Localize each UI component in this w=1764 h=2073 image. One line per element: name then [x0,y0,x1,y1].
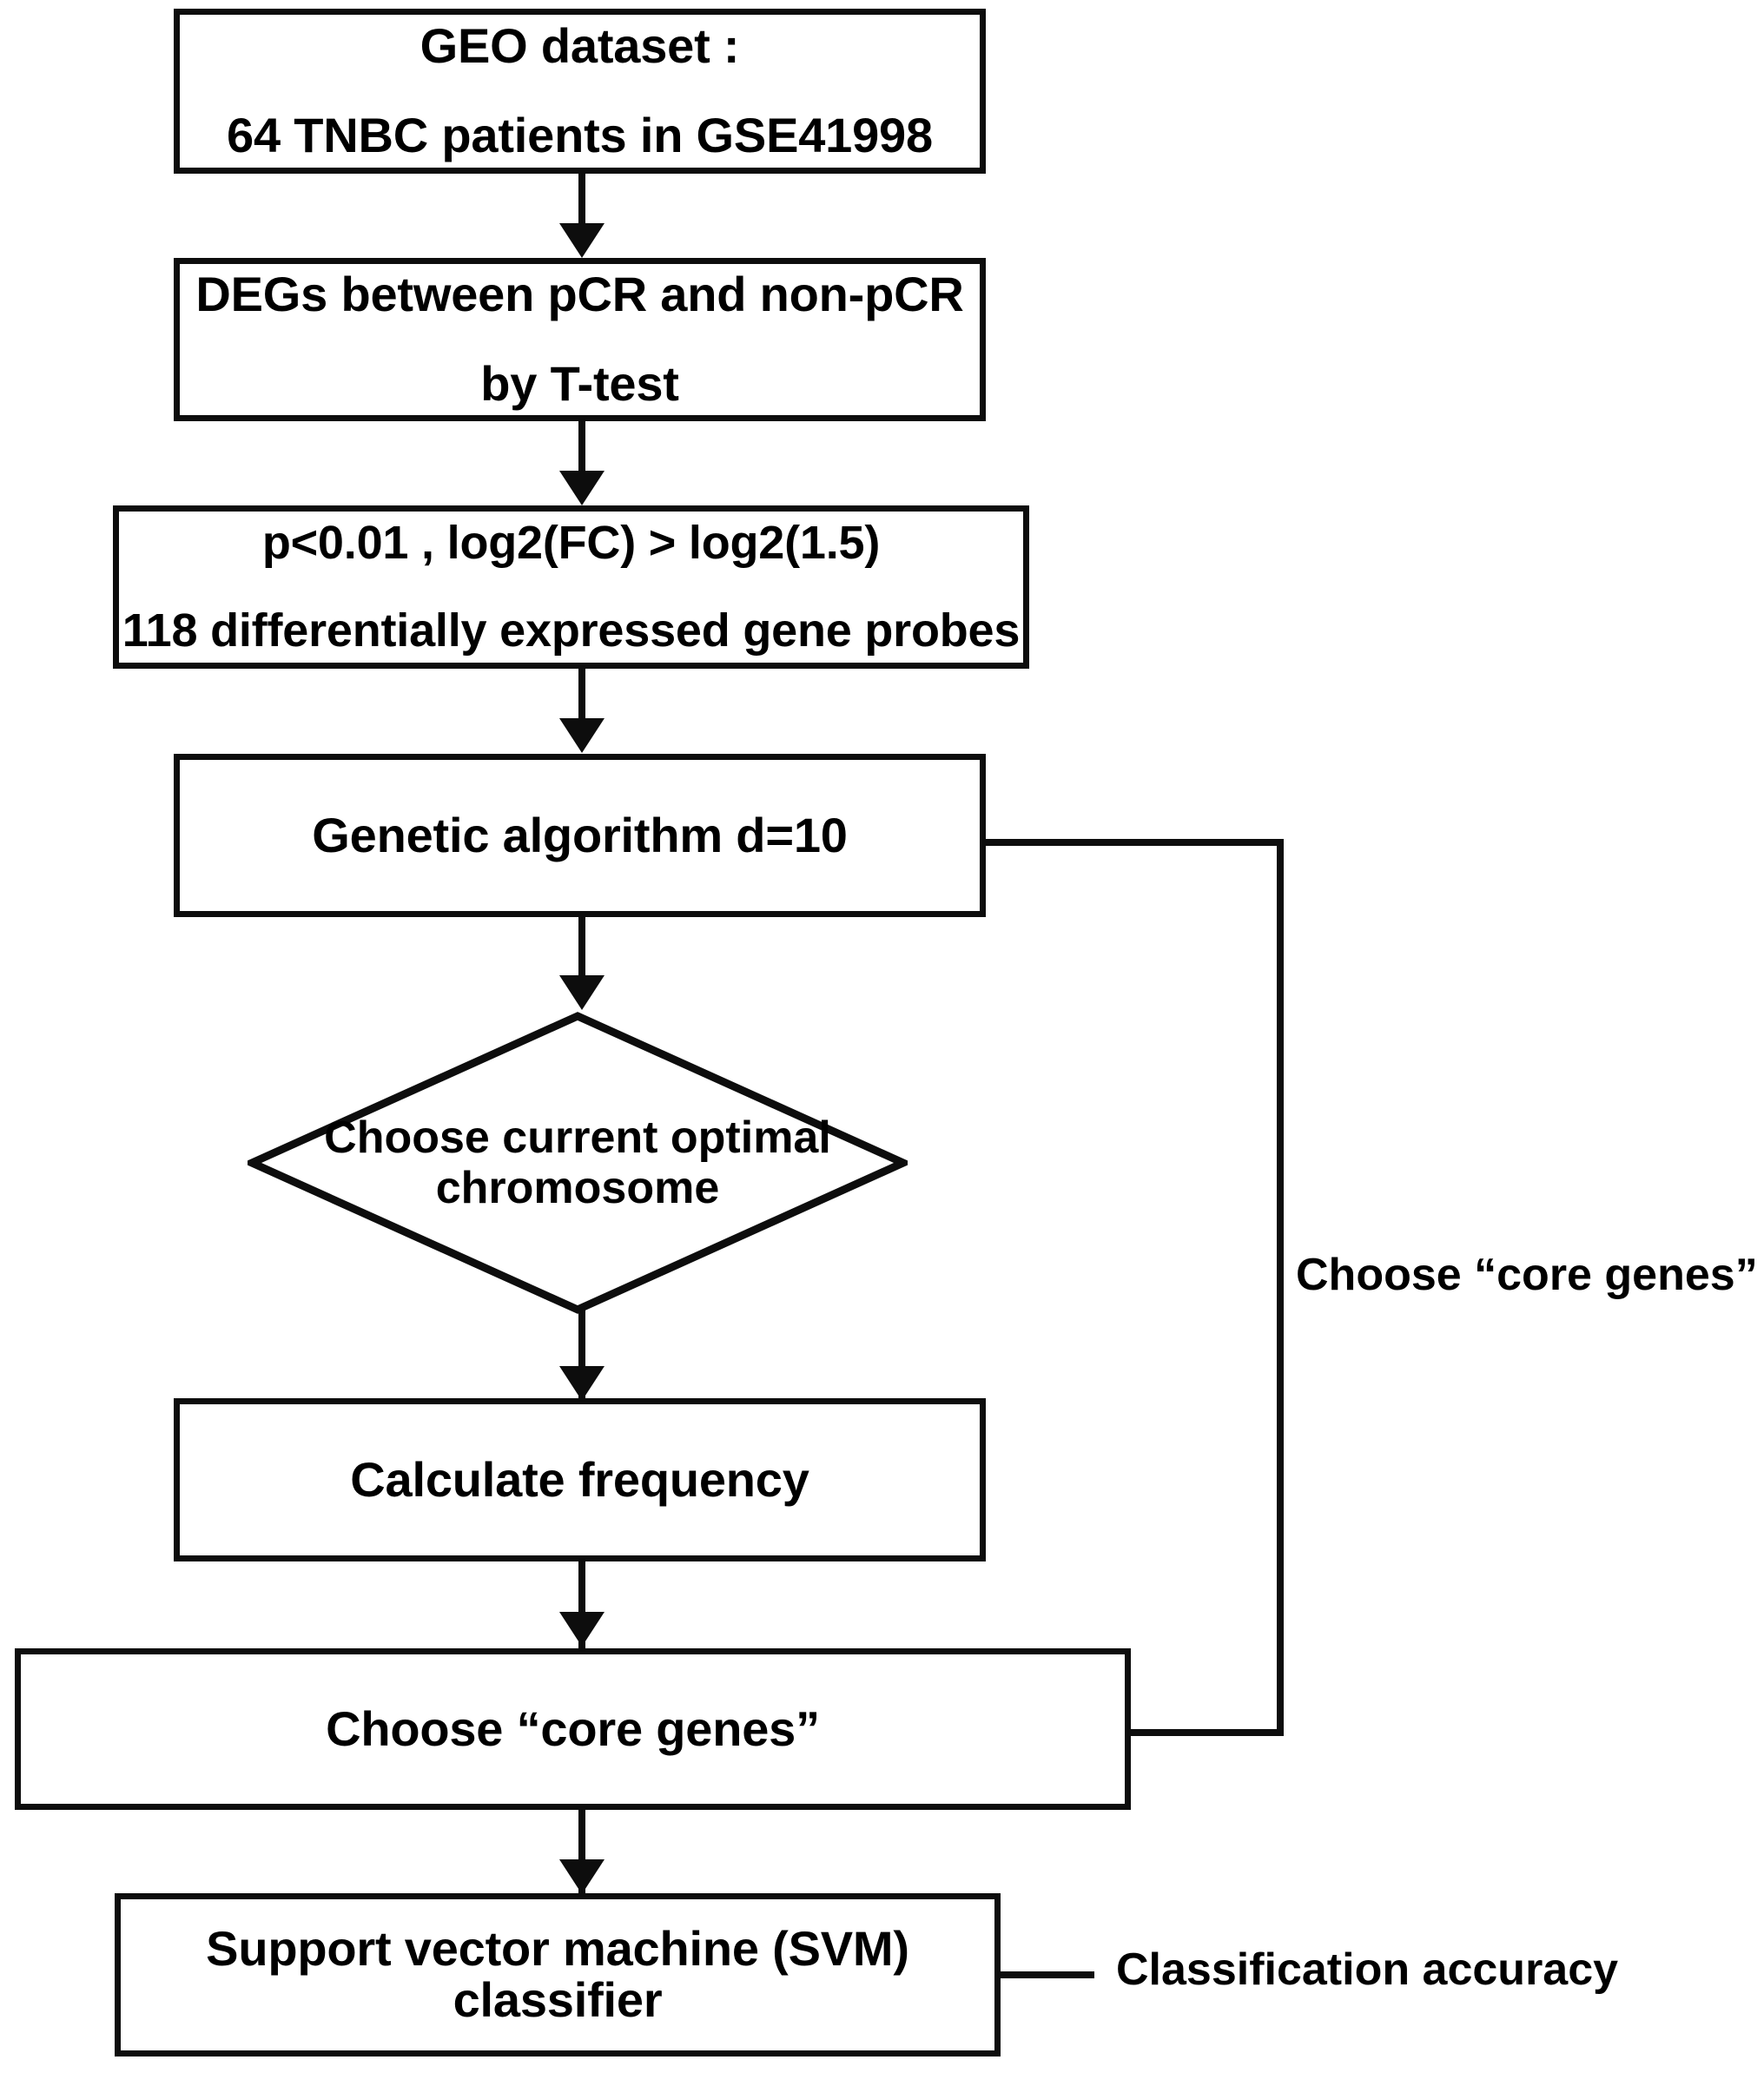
connector-frequency-to-core-genes [578,1561,585,1648]
node-genetic-algorithm[interactable]: Genetic algorithm d=10 [174,754,986,917]
node-svm-classifier-line1: Support vector machine (SVM) classifier [206,1921,909,2027]
node-svm-classifier[interactable]: Support vector machine (SVM) classifier [115,1893,1001,2056]
node-thresholds-line1: p<0.01 , log2(FC) > log2(1.5) [261,517,881,570]
node-calculate-frequency-line1: Calculate frequency [350,1451,809,1507]
connector-thresholds-to-ga [578,669,585,723]
arrowhead-diamond-to-frequency [559,1366,605,1401]
arrowhead-degs-to-thresholds [559,471,605,505]
connector-core-genes-to-svm [578,1810,585,1897]
node-thresholds-line2: 118 differentially expressed gene probes [122,604,1021,657]
arrowhead-frequency-to-core-genes [559,1612,605,1647]
node-choose-core-genes-line1: Choose “core genes” [326,1700,820,1756]
node-geo-dataset-line1: GEO dataset : [420,18,740,74]
node-calculate-frequency[interactable]: Calculate frequency [174,1398,986,1561]
node-choose-core-genes[interactable]: Choose “core genes” [15,1648,1131,1810]
arrowhead-thresholds-to-ga [559,718,605,753]
node-thresholds[interactable]: p<0.01 , log2(FC) > log2(1.5) 118 differ… [113,505,1029,669]
arrowhead-ga-to-diamond [559,975,605,1010]
connector-degs-to-thresholds [578,421,585,475]
node-choose-chromosome[interactable]: Choose current optimal chromosome [248,1012,908,1314]
diamond-shape [248,1012,908,1314]
arrowhead-geo-to-degs [559,223,605,258]
edge-label-feedback-loop: Choose “core genes” [1296,1250,1758,1300]
node-degs-line2: by T-test [480,356,679,411]
connector-geo-to-degs [578,174,585,228]
feedback-bottom-segment [1127,1729,1284,1736]
node-degs-line1: DEGs between pCR and non-pCR [195,267,964,322]
connector-diamond-to-frequency [578,1307,585,1398]
connector-ga-to-diamond [578,917,585,980]
arrowhead-core-genes-to-svm [559,1859,605,1894]
edge-label-svm-output: Classification accuracy [1116,1944,1619,1995]
node-genetic-algorithm-line1: Genetic algorithm d=10 [312,807,848,862]
node-geo-dataset-line2: 64 TNBC patients in GSE41998 [227,108,933,162]
connector-svm-to-accuracy [1001,1971,1094,1978]
node-geo-dataset[interactable]: GEO dataset : 64 TNBC patients in GSE419… [174,9,986,174]
feedback-vertical-segment [1277,839,1284,1736]
node-degs[interactable]: DEGs between pCR and non-pCR by T-test [174,258,986,421]
feedback-top-segment [986,839,1284,846]
